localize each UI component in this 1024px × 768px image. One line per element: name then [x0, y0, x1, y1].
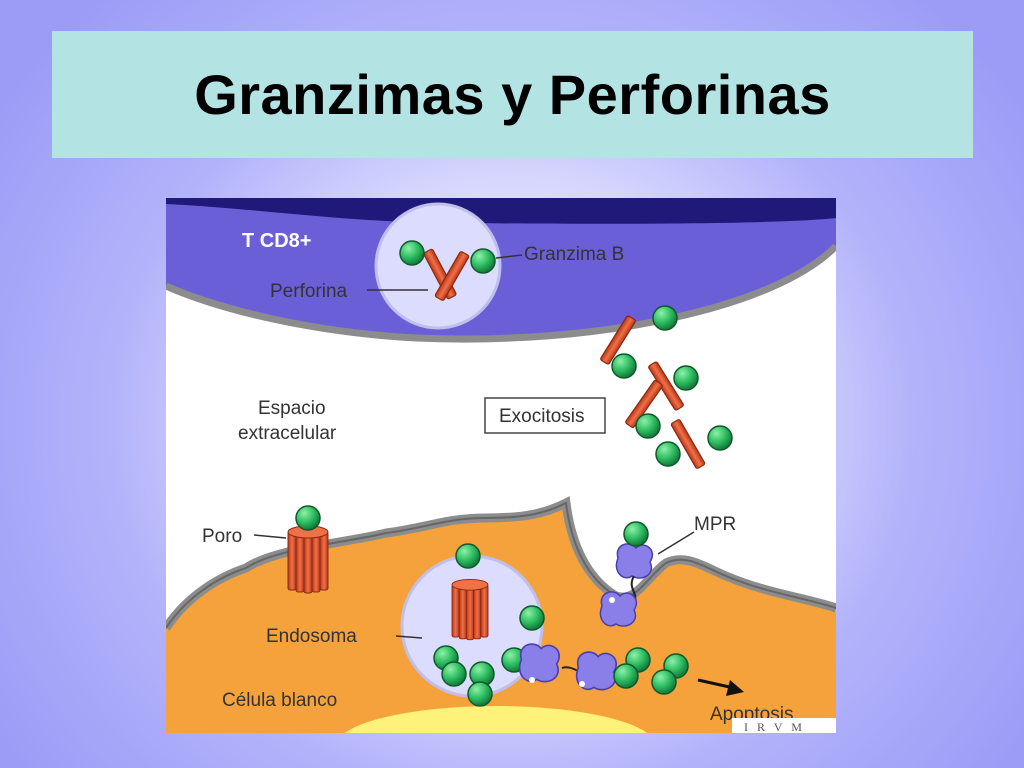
cytoplasm-molecules: [561, 647, 744, 696]
membrane-pore: [253, 505, 329, 594]
extracellular-label-line2: extracelular: [238, 423, 337, 444]
mpr-label: MPR: [694, 514, 736, 535]
pore-label: Poro: [202, 526, 242, 547]
perforin-label: Perforina: [270, 281, 348, 302]
endosome-label: Endosoma: [266, 626, 357, 647]
tcell-label: T CD8+: [242, 230, 311, 252]
endosome: [395, 543, 561, 707]
target-cell-label: Célula blanco: [222, 690, 337, 711]
mpr-receptors: [599, 521, 695, 627]
slide-title: Granzimas y Perforinas: [194, 63, 831, 126]
granzyme-perforin-diagram: T CD8+ Granzima B Perforina Espacio extr…: [166, 198, 836, 733]
exocytosis-label: Exocitosis: [499, 406, 585, 427]
watermark: I R V M: [744, 720, 805, 733]
granzyme-label: Granzima B: [524, 244, 624, 265]
exocytosis-box: Exocitosis: [484, 397, 606, 434]
granule-vesicle: [367, 202, 523, 330]
title-box: Granzimas y Perforinas: [52, 31, 973, 158]
exocytosis-molecules: [599, 305, 733, 470]
extracellular-label-line1: Espacio: [258, 398, 326, 419]
